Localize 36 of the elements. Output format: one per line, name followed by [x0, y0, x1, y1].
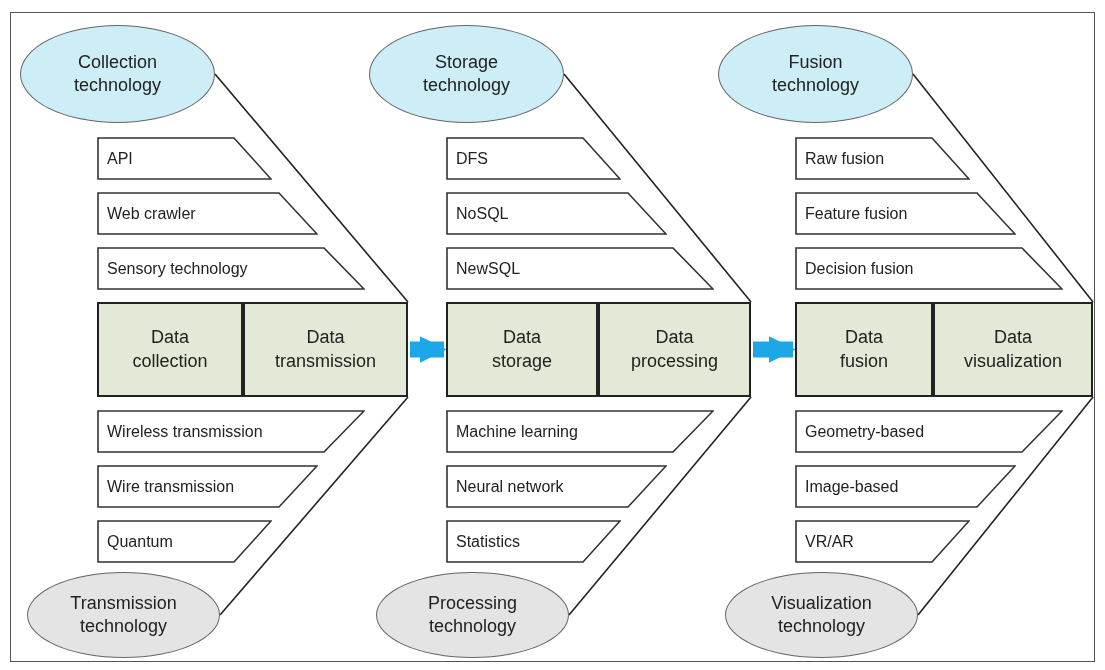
technique-tag: Geometry-based — [795, 410, 1063, 453]
technique-tag: API — [97, 137, 272, 180]
technique-tag: NewSQL — [446, 247, 714, 290]
technique-tag: Decision fusion — [795, 247, 1063, 290]
technique-tag: DFS — [446, 137, 621, 180]
technique-tag: Image-based — [795, 465, 1016, 508]
technology-ellipse: Collection technology — [20, 25, 215, 123]
technology-ellipse: Storage technology — [369, 25, 564, 123]
technique-tag: Neural network — [446, 465, 667, 508]
technique-tag: Wire transmission — [97, 465, 318, 508]
technique-tag: NoSQL — [446, 192, 667, 235]
stage-cell: Data collection — [97, 302, 243, 397]
technique-tag: Raw fusion — [795, 137, 970, 180]
connector-line — [214, 73, 409, 303]
technique-tag: Quantum — [97, 520, 272, 563]
block-arrow — [753, 335, 796, 364]
technology-ellipse: Fusion technology — [718, 25, 913, 123]
technique-tag: Machine learning — [446, 410, 714, 453]
technique-tag: Sensory technology — [97, 247, 365, 290]
technology-ellipse: Transmission technology — [27, 572, 220, 658]
connector-line — [219, 396, 409, 616]
technique-tag: Statistics — [446, 520, 621, 563]
technique-tag: VR/AR — [795, 520, 970, 563]
stage-cell: Data storage — [446, 302, 598, 397]
technique-tag: Feature fusion — [795, 192, 1016, 235]
connector-line — [568, 396, 752, 616]
technology-ellipse: Visualization technology — [725, 572, 918, 658]
stage-cell: Data transmission — [243, 302, 408, 397]
stage-cell: Data fusion — [795, 302, 933, 397]
stage-cell: Data visualization — [933, 302, 1093, 397]
technique-tag: Web crawler — [97, 192, 318, 235]
technology-ellipse: Processing technology — [376, 572, 569, 658]
connector-line — [563, 73, 752, 303]
stage-cell: Data processing — [598, 302, 751, 397]
block-arrow — [410, 335, 447, 364]
technique-tag: Wireless transmission — [97, 410, 365, 453]
